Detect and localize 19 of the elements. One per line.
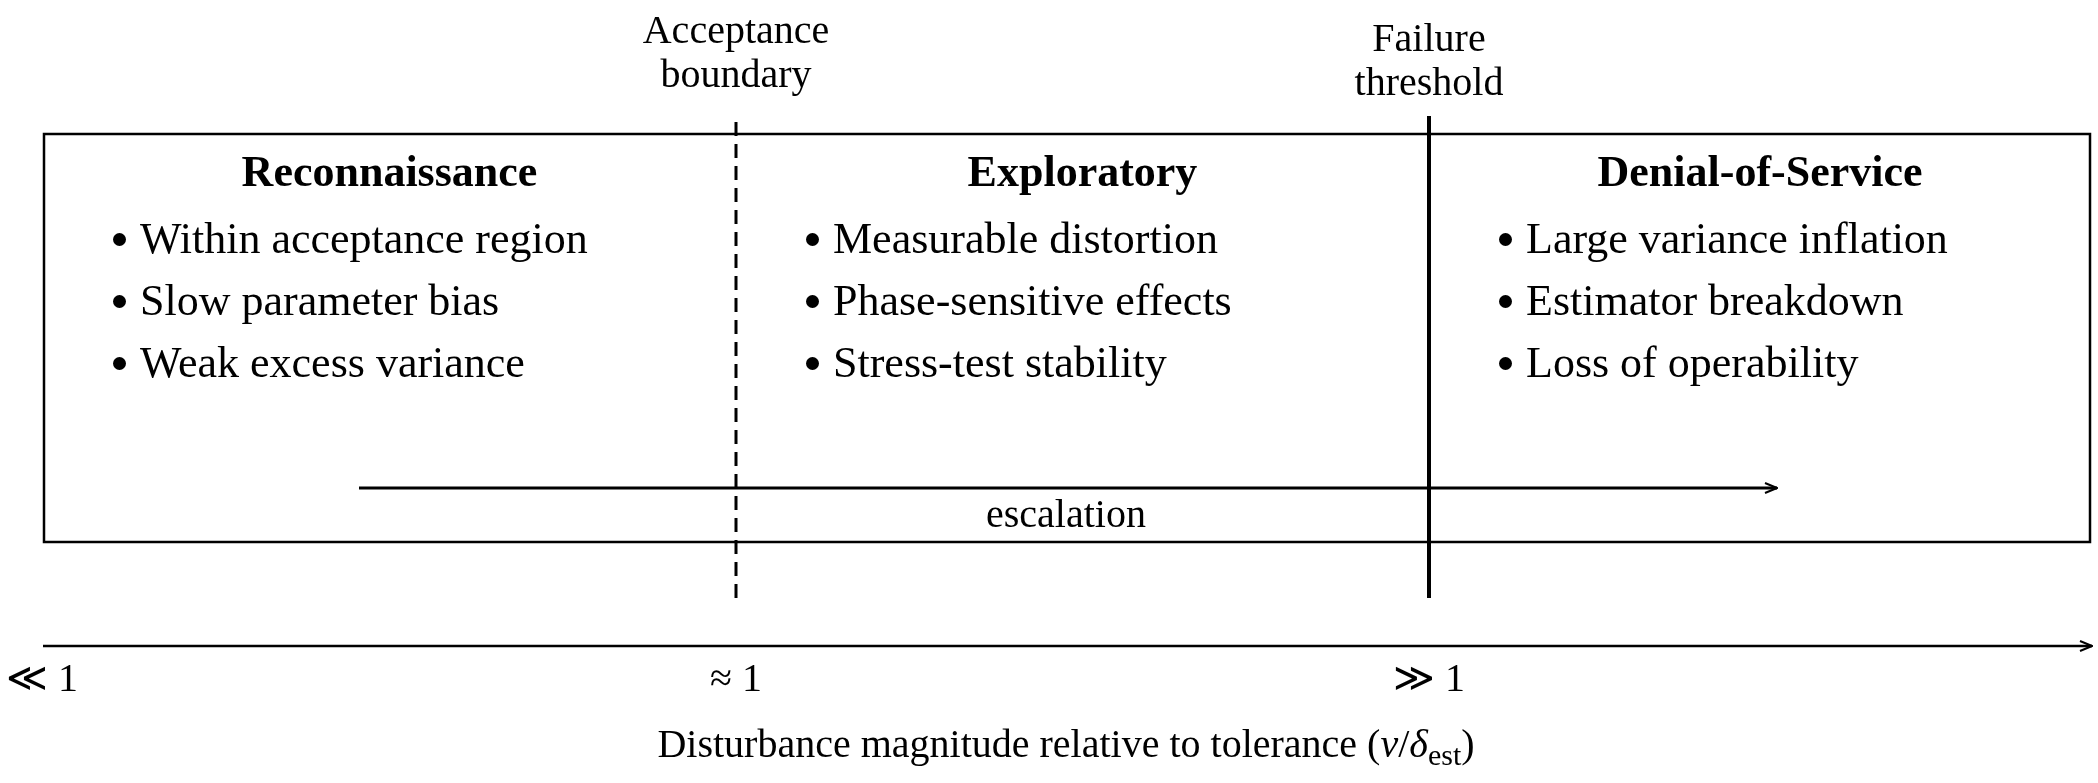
boundary-label: Acceptance boundary: [641, 8, 831, 96]
bullet-text: Slow parameter bias: [140, 275, 500, 327]
bullet-text: Loss of operability: [1526, 337, 1859, 389]
bullet-text: Measurable distortion: [833, 213, 1218, 265]
tick-label: ≪ 1: [6, 656, 78, 700]
bullet-text: Stress-test stability: [833, 337, 1167, 389]
tick-label: ≈ 1: [710, 656, 762, 700]
arrow-label: escalation: [986, 492, 1146, 536]
bullet-text: Estimator breakdown: [1526, 275, 1904, 327]
region-heading: Exploratory: [967, 146, 1198, 198]
bullet-text: Large variance inflation: [1526, 213, 1948, 265]
bullet-text: Within acceptance region: [140, 213, 588, 265]
region-heading: Denial-of-Service: [1597, 146, 1923, 198]
bullet-text: Phase-sensitive effects: [833, 275, 1232, 327]
tick-label: ≫ 1: [1393, 656, 1465, 700]
region-heading: Reconnaissance: [241, 146, 538, 198]
boundary-label: Failure threshold: [1353, 16, 1505, 104]
bullet-text: Weak excess variance: [140, 337, 525, 389]
axis-title: Disturbance magnitude relative to tolerance (ν/δ$_{est}$): [657, 722, 1475, 766]
